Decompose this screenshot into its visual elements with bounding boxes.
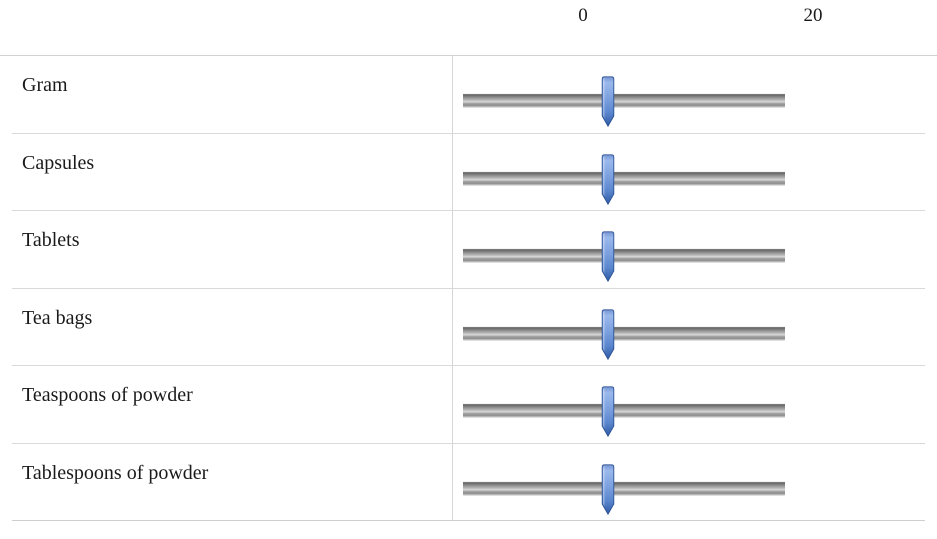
slider-thumb[interactable]	[600, 231, 616, 282]
slider-track[interactable]	[463, 325, 785, 341]
column-divider	[452, 288, 453, 366]
slider-track[interactable]	[463, 93, 785, 108]
column-divider	[452, 56, 453, 134]
survey-rows: Gram	[0, 55, 937, 521]
slider-thumb[interactable]	[600, 76, 616, 127]
table-row: Tablets	[0, 211, 937, 289]
column-divider	[452, 366, 453, 444]
row-label: Tablespoons of powder	[22, 461, 209, 484]
row-label: Tea bags	[22, 306, 93, 329]
slider-row-teaspoons-of-powder[interactable]	[463, 386, 785, 437]
row-label: Capsules	[22, 151, 95, 174]
slider-track[interactable]	[463, 248, 785, 263]
scale-high-label: 20	[803, 5, 823, 26]
slider-row-tablets[interactable]	[463, 231, 785, 282]
table-row: Tablespoons of powder	[0, 443, 937, 521]
slider-thumb[interactable]	[600, 386, 616, 437]
row-label: Teaspoons of powder	[22, 384, 193, 406]
column-divider	[452, 443, 453, 521]
slider-thumb[interactable]	[600, 308, 616, 360]
table-row: Capsules	[0, 133, 937, 211]
scale-low-label: 0	[578, 5, 588, 26]
slider-track[interactable]	[463, 480, 785, 496]
slider-row-gram[interactable]	[463, 76, 785, 127]
table-row: Tea bags	[0, 288, 937, 366]
row-label: Gram	[22, 74, 68, 96]
slider-row-capsules[interactable]	[463, 153, 785, 205]
table-row: Gram	[0, 56, 937, 134]
slider-thumb[interactable]	[600, 153, 616, 205]
column-divider	[452, 133, 453, 211]
column-divider	[452, 211, 453, 289]
slider-track[interactable]	[463, 403, 785, 418]
scale-header: 0 20	[0, 0, 937, 55]
table-row: Teaspoons of powder	[0, 366, 937, 444]
row-label: Tablets	[22, 229, 80, 251]
slider-row-tablespoons-of-powder[interactable]	[463, 463, 785, 515]
slider-track[interactable]	[463, 170, 785, 186]
slider-row-tea-bags[interactable]	[463, 308, 785, 360]
slider-thumb[interactable]	[600, 463, 616, 515]
